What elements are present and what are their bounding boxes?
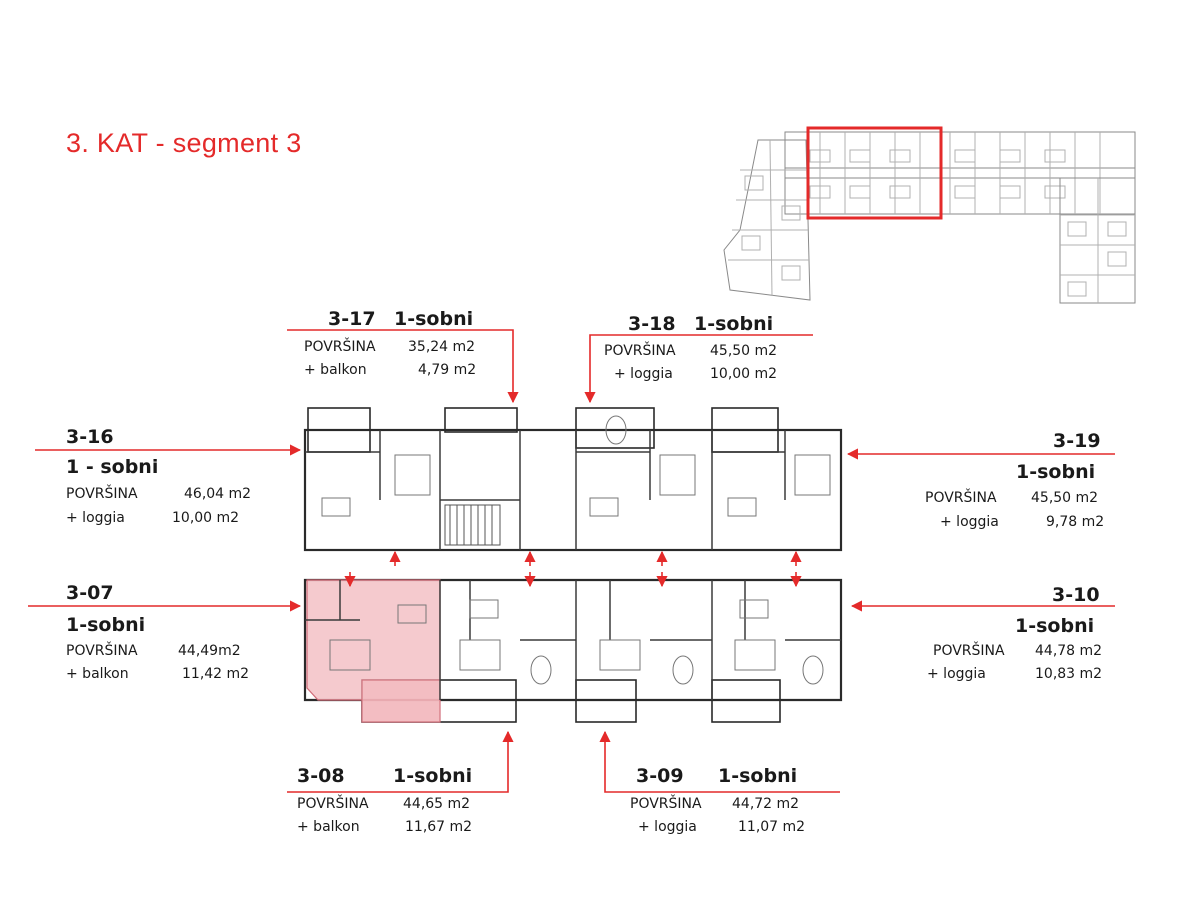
unit-3-16: 3-16 1 - sobni POVRŠINA 46,04 m2 + loggi… (60, 426, 280, 531)
unit-code: 3-19 (1053, 430, 1101, 452)
area-value: 45,50 m2 (710, 343, 778, 359)
area-label: POVRŠINA (297, 796, 369, 812)
key-plan (723, 131, 1136, 304)
unit-type: 1-sobni (694, 313, 774, 335)
unit-type: 1-sobni (1016, 461, 1096, 483)
extra-value: 11,42 m2 (182, 666, 250, 682)
extra-label: + loggia (614, 366, 673, 382)
extra-value: 11,07 m2 (738, 819, 806, 835)
unit-code: 3-18 (628, 313, 676, 335)
extra-value: 4,79 m2 (418, 362, 477, 378)
unit-type: 1-sobni (718, 765, 798, 787)
extra-label: + loggia (66, 510, 125, 526)
unit-code: 3-10 (1052, 584, 1100, 606)
extra-value: 11,67 m2 (405, 819, 473, 835)
extra-value: 9,78 m2 (1046, 514, 1105, 530)
unit-3-18: 3-18 1-sobni POVRŠINA 45,50 m2 + loggia … (600, 313, 800, 388)
unit-3-10: 3-10 1-sobni POVRŠINA 44,78 m2 + loggia … (925, 584, 1125, 689)
staircase (444, 504, 501, 546)
unit-type: 1 - sobni (66, 456, 159, 478)
unit-3-09: 3-09 1-sobni POVRŠINA 44,72 m2 + loggia … (628, 765, 828, 840)
unit-type: 1-sobni (1015, 615, 1095, 637)
area-label: POVRŠINA (933, 643, 1005, 659)
unit-code: 3-09 (636, 765, 684, 787)
unit-type: 1-sobni (66, 614, 146, 636)
extra-label: + loggia (638, 819, 697, 835)
furniture (321, 415, 831, 685)
unit-code: 3-07 (66, 582, 114, 604)
extra-value: 10,83 m2 (1035, 666, 1103, 682)
unit-3-19: 3-19 1-sobni POVRŠINA 45,50 m2 + loggia … (920, 430, 1120, 535)
unit-type: 1-sobni (394, 308, 474, 330)
area-label: POVRŠINA (66, 486, 138, 502)
area-label: POVRŠINA (630, 796, 702, 812)
unit-3-08: 3-08 1-sobni POVRŠINA 44,65 m2 + balkon … (295, 765, 495, 840)
key-plan-highlight (806, 126, 943, 220)
area-label: POVRŠINA (604, 343, 676, 359)
page-title: 3. KAT - segment 3 (66, 128, 302, 158)
extra-label: + balkon (66, 666, 129, 682)
extra-label: + loggia (927, 666, 986, 682)
area-value: 46,04 m2 (184, 486, 252, 502)
unit-3-07: 3-07 1-sobni POVRŠINA 44,49m2 + balkon 1… (60, 582, 280, 687)
extra-value: 10,00 m2 (172, 510, 240, 526)
area-value: 44,72 m2 (732, 796, 800, 812)
area-label: POVRŠINA (925, 490, 997, 506)
area-value: 35,24 m2 (408, 339, 476, 355)
area-label: POVRŠINA (66, 643, 138, 659)
area-value: 44,78 m2 (1035, 643, 1103, 659)
area-value: 44,65 m2 (403, 796, 471, 812)
unit-code: 3-08 (297, 765, 345, 787)
unit-3-17: 3-17 1-sobni POVRŠINA 35,24 m2 + balkon … (300, 308, 500, 383)
area-value: 44,49m2 (178, 643, 241, 659)
area-label: POVRŠINA (304, 339, 376, 355)
extra-label: + loggia (940, 514, 999, 530)
unit-code: 3-16 (66, 426, 114, 448)
extra-label: + balkon (297, 819, 360, 835)
unit-code: 3-17 (328, 308, 376, 330)
extra-label: + balkon (304, 362, 367, 378)
area-value: 45,50 m2 (1031, 490, 1099, 506)
extra-value: 10,00 m2 (710, 366, 778, 382)
unit-type: 1-sobni (393, 765, 473, 787)
